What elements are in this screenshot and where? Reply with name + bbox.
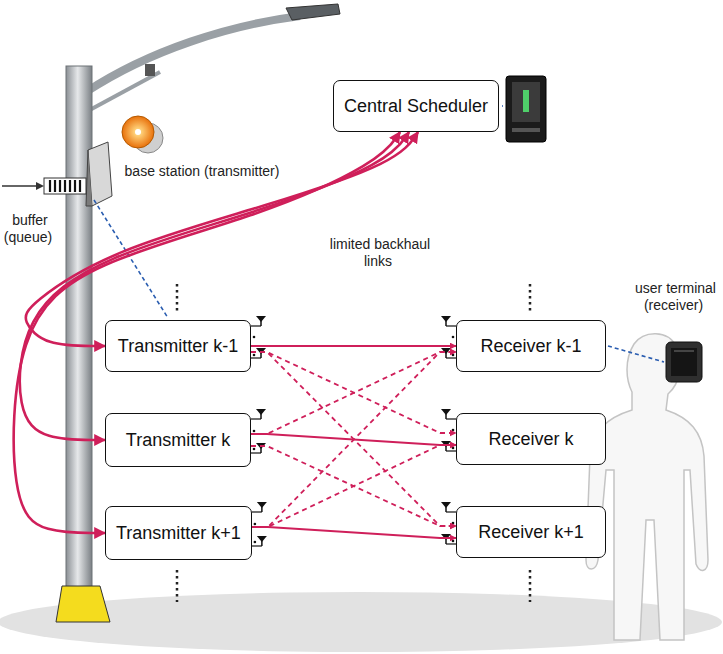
interference-link (251, 352, 456, 433)
queue-slot (64, 180, 66, 192)
interference-link (252, 352, 456, 527)
base-station-label: base station (transmitter) (112, 163, 292, 180)
queue-slot (74, 180, 76, 192)
queue-slot (79, 180, 81, 192)
label-text: user terminal (receiver) (633, 280, 716, 313)
box-label: Receiver k+1 (478, 522, 584, 543)
box-label: Transmitter k (126, 430, 230, 451)
lamp-arm (86, 16, 300, 92)
box-label: Receiver k-1 (480, 336, 581, 357)
label-text: base station (transmitter) (123, 163, 282, 179)
lamp-head (286, 4, 340, 20)
signal-link (251, 345, 456, 347)
buffer-queue (2, 178, 86, 194)
user-terminal-label: user terminal (receiver) (628, 280, 721, 314)
box-label: Receiver k (488, 429, 573, 450)
receiver-box: Receiver k-1 (456, 320, 606, 372)
pole (66, 66, 92, 598)
transmitter-box: Transmitter k (105, 413, 251, 467)
queue-slot (49, 180, 51, 192)
scheduler-box: Central Scheduler (333, 80, 499, 132)
server-icon (506, 76, 546, 142)
queue-slot (59, 180, 61, 192)
box-label: Transmitter k-1 (118, 336, 238, 357)
label-text: limited backhaul links (328, 236, 430, 269)
interference-link (251, 352, 456, 526)
person-silhouette (586, 334, 708, 640)
interference-link (251, 352, 456, 434)
pole-base (56, 586, 110, 622)
receiver-box: Receiver k (456, 413, 606, 465)
lamp-brace (86, 72, 160, 112)
phone-icon (666, 342, 702, 382)
transmitter-box: Transmitter k+1 (105, 506, 252, 560)
cd-icon (122, 116, 163, 153)
box-label: Transmitter k+1 (116, 523, 241, 544)
base-station-unit (86, 142, 112, 206)
transmitter-box: Transmitter k-1 (105, 320, 251, 372)
interference-link (251, 446, 456, 526)
label-text: buffer (queue) (4, 212, 54, 245)
buffer-label: buffer (queue) (0, 212, 58, 246)
receiver-box: Receiver k+1 (456, 506, 606, 558)
queue-slot (69, 180, 71, 192)
box-label: Central Scheduler (344, 96, 488, 117)
backhaul-link (14, 132, 400, 533)
backhaul-label: limited backhaul links (316, 236, 442, 270)
arm-clamp (145, 64, 155, 76)
interference-link (252, 445, 456, 527)
antenna-array (251, 316, 456, 546)
association-line (608, 346, 664, 362)
signal-link (252, 527, 456, 538)
queue-slot (54, 180, 56, 192)
